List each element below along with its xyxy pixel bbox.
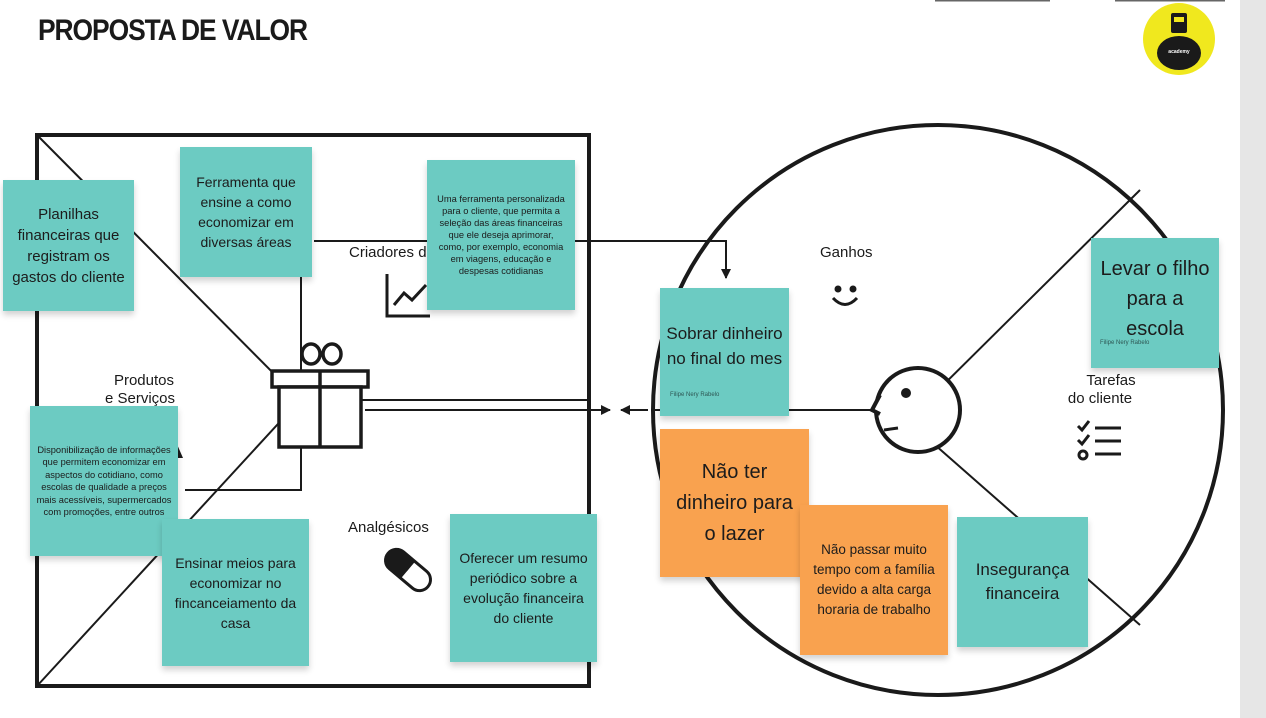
- note-ferramenta-personalizada[interactable]: Uma ferramenta personalizada para o clie…: [427, 160, 575, 310]
- note-sobrar-author: Filipe Nery Rabelo: [670, 392, 720, 398]
- ganhos-label: Ganhos: [820, 244, 873, 261]
- page-title: PROPOSTA DE VALOR: [38, 14, 308, 47]
- pill-icon: [384, 547, 432, 593]
- chart-trend-icon: [385, 274, 430, 318]
- gift-icon: [270, 342, 370, 449]
- analgesicos-label: Analgésicos: [348, 519, 429, 536]
- note-nao-ter[interactable]: Não ter dinheiro para o lazer: [660, 429, 809, 577]
- note-oferecer[interactable]: Oferecer um resumo periódico sobre a evo…: [450, 514, 597, 662]
- logo-text: academy: [1168, 49, 1190, 55]
- note-ensinar[interactable]: Ensinar meios para economizar no fincanc…: [162, 519, 309, 666]
- note-inseguranca[interactable]: Insegurança financeira: [957, 517, 1088, 647]
- criadores-label: Criadores de Ganhos: [349, 244, 427, 261]
- note-ferramenta-ensine[interactable]: Ferramenta que ensine a como economizar …: [180, 147, 312, 277]
- note-nao-passar[interactable]: Não passar muito tempo com a família dev…: [800, 505, 948, 655]
- note-levar-author: Filipe Nery Rabelo: [1100, 340, 1150, 346]
- logo-icon: academy: [1143, 3, 1215, 75]
- note-disponibilizacao[interactable]: Disponibilização de informações que perm…: [30, 406, 178, 556]
- note-sobrar[interactable]: Sobrar dinheiro no final do mes Filipe N…: [660, 288, 789, 416]
- tarefas-label: Tarefas do cliente: [1067, 372, 1136, 407]
- note-levar[interactable]: Levar o filho para a escola Filipe Nery …: [1091, 238, 1219, 368]
- checklist-icon: [1076, 420, 1121, 461]
- canvas-board: PROPOSTA DE VALOR academy Criadores de G…: [0, 0, 1240, 718]
- note-planilhas[interactable]: Planilhas financeiras que registram os g…: [3, 180, 134, 311]
- customer-face-icon: [869, 366, 962, 454]
- value-proposition-canvas-lines: [35, 0, 1225, 697]
- smile-icon: [831, 285, 859, 306]
- produtos-label: Produtos e Serviços: [104, 372, 176, 407]
